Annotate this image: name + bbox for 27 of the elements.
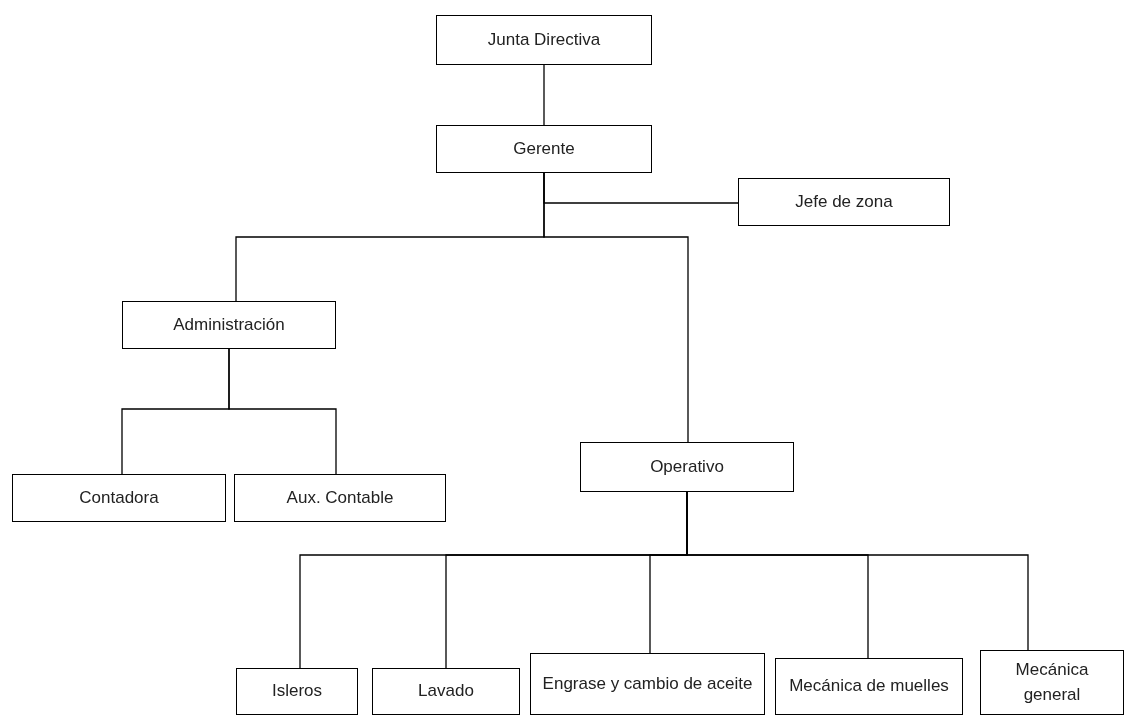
org-box: [775, 658, 963, 715]
org-box: [530, 653, 765, 715]
org-box: [738, 178, 950, 226]
connector-line: [228, 348, 337, 475]
box-label: Isleros: [270, 680, 324, 703]
org-box: [122, 301, 336, 349]
box-label: Mecánica de muelles: [788, 675, 950, 698]
box-label: Lavado: [417, 680, 475, 703]
box-label: Jefe de zona: [794, 190, 894, 213]
box-label: Junta Directiva: [486, 28, 602, 51]
box-label: Gerente: [512, 137, 576, 160]
connector-line: [543, 64, 545, 126]
connector-line: [543, 172, 689, 443]
org-box: [236, 668, 358, 715]
box-label: Operativo: [649, 455, 725, 478]
box-label: Mecánica general: [1014, 658, 1090, 706]
org-box: [980, 650, 1124, 715]
org-box: [234, 474, 446, 522]
org-box: [372, 668, 520, 715]
org-box: [580, 442, 794, 492]
box-label: Contadora: [78, 486, 160, 509]
box-label: Aux. Contable: [285, 486, 395, 509]
org-box: [12, 474, 226, 522]
box-label: Engrase y cambio de aceite: [541, 672, 754, 695]
box-label: Administración: [172, 313, 286, 336]
org-box: [436, 125, 652, 173]
org-box: [436, 15, 652, 65]
